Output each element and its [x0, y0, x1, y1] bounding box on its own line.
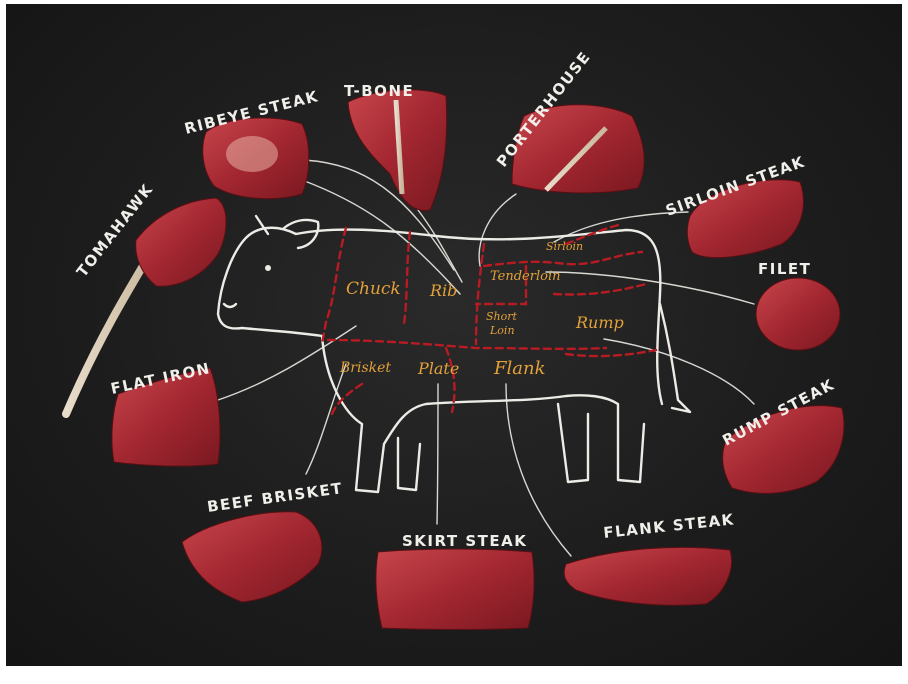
flank-steak-meat-icon [564, 547, 731, 605]
region-short-loin-bottom: Loin [489, 324, 515, 337]
label-filet: FILET [758, 260, 811, 278]
label-flank-steak: FLANK STEAK [603, 510, 736, 542]
region-sirloin: Sirloin [546, 240, 583, 253]
region-plate: Plate [417, 359, 459, 378]
region-chuck: Chuck [346, 279, 401, 299]
region-short-loin-top: Short [486, 310, 518, 323]
filet-meat-icon [756, 278, 840, 350]
label-skirt-steak: SKIRT STEAK [402, 532, 527, 550]
region-brisket: Brisket [339, 360, 391, 376]
region-flank: Flank [493, 358, 545, 379]
label-beef-brisket: BEEF BRISKET [206, 479, 344, 516]
region-rib: Rib [429, 281, 457, 300]
region-tenderloin: Tenderloin [490, 269, 560, 284]
beef-cuts-diagram: Chuck Rib Sirloin Tenderloin Short Loin … [6, 4, 902, 666]
beef-brisket-meat-icon [182, 512, 322, 602]
chalkboard: Chuck Rib Sirloin Tenderloin Short Loin … [6, 4, 902, 666]
region-rump: Rump [575, 313, 624, 332]
label-t-bone: T-BONE [344, 82, 414, 100]
cow-outline-icon [218, 216, 690, 492]
skirt-steak-meat-icon [376, 549, 534, 630]
